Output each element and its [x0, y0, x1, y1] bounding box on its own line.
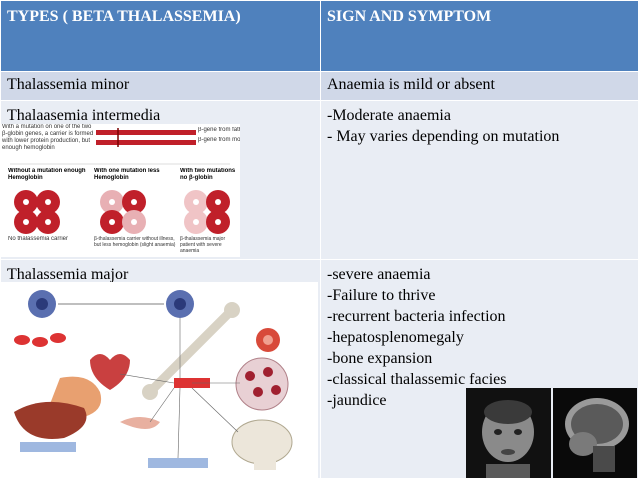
header-symptoms-cell: SIGN AND SYMPTOM: [321, 1, 638, 72]
red-cell-aggregate-icon: [166, 290, 194, 318]
symptom-line: -Failure to thrive: [327, 285, 632, 306]
figure-caption-top: With a mutation on one of the two β-glob…: [2, 124, 94, 152]
panel-heading: With one mutation less Hemoglobin: [94, 168, 172, 182]
skeletal-deformity-box: [148, 458, 208, 468]
panel-caption: β-thalassemia carrier without illness, b…: [94, 236, 178, 248]
red-cell-precursor-icon: [28, 290, 56, 318]
table-row-minor: Thalassemia minor Anaemia is mild or abs…: [1, 72, 638, 101]
gene-bar-mother: [96, 140, 196, 145]
thalassemia-pathophysiology-illustration: [0, 282, 318, 479]
intestine-icon: [120, 417, 160, 429]
liver-icon: [14, 402, 87, 439]
hemoglobin-major-icon: [184, 190, 230, 234]
gene-father-label: β-gene from father: [198, 127, 240, 133]
symptom-cell-intermedia: -Moderate anaemia - May varies depending…: [321, 101, 638, 260]
table-header-row: TYPES ( BETA THALASSEMIA) SIGN AND SYMPT…: [1, 1, 638, 72]
gene-bar-father: [96, 130, 196, 135]
type-label: Thalassemia minor: [1, 72, 320, 94]
spleen-cells-icon: [236, 358, 288, 410]
type-label: Thalaasemia intermedia: [1, 101, 320, 126]
symptom-line: -classical thalassemic facies: [327, 369, 632, 390]
symptom-line: -recurrent bacteria infection: [327, 306, 632, 327]
symptom-cell-minor: Anaemia is mild or absent: [321, 72, 638, 101]
skull-xray-image: [553, 388, 637, 478]
panel-caption: β-thalassemia major patient with severe …: [180, 236, 240, 254]
hemoglobin-normal-icon: [14, 190, 60, 234]
panel-heading: Without a mutation enough Hemoglobin: [8, 168, 86, 182]
iron-overload-box: [20, 442, 76, 452]
symptom-line: -hepatosplenomegaly: [327, 327, 632, 348]
hemoglobin-mutation-figure: With a mutation on one of the two β-glob…: [0, 124, 240, 257]
symptom-line: Anaemia is mild or absent: [321, 72, 638, 94]
symptom-line: -Moderate anaemia: [327, 105, 632, 126]
symptom-list: -Moderate anaemia - May varies depending…: [321, 101, 638, 147]
symptom-line: -severe anaemia: [327, 264, 632, 285]
hemolysis-cell-icon: [256, 328, 280, 352]
normal-red-cells-icon: [14, 333, 66, 347]
header-types: TYPES ( BETA THALASSEMIA): [1, 1, 320, 33]
type-cell-minor: Thalassemia minor: [1, 72, 321, 101]
pathophysiology-diagram: [0, 282, 318, 479]
symptom-line: -bone expansion: [327, 348, 632, 369]
skull-icon: [232, 420, 292, 470]
skull-xray-photo: [553, 388, 637, 478]
panel-heading: With two mutations no β-globin: [180, 168, 238, 182]
heart-icon: [90, 354, 130, 390]
gene-mother-label: β-gene from mother: [198, 137, 240, 143]
header-symptoms: SIGN AND SYMPTOM: [321, 1, 638, 33]
header-types-cell: TYPES ( BETA THALASSEMIA): [1, 1, 321, 72]
hemoglobin-carrier-icon: [100, 190, 146, 234]
hemoglobin-mutation-illustration: With a mutation on one of the two β-glob…: [0, 124, 240, 257]
symptom-line: - May varies depending on mutation: [327, 126, 632, 147]
panel-caption: No thalassemia carrier: [8, 236, 88, 243]
patient-face-photo: [466, 388, 551, 478]
child-face-image: [466, 388, 551, 478]
